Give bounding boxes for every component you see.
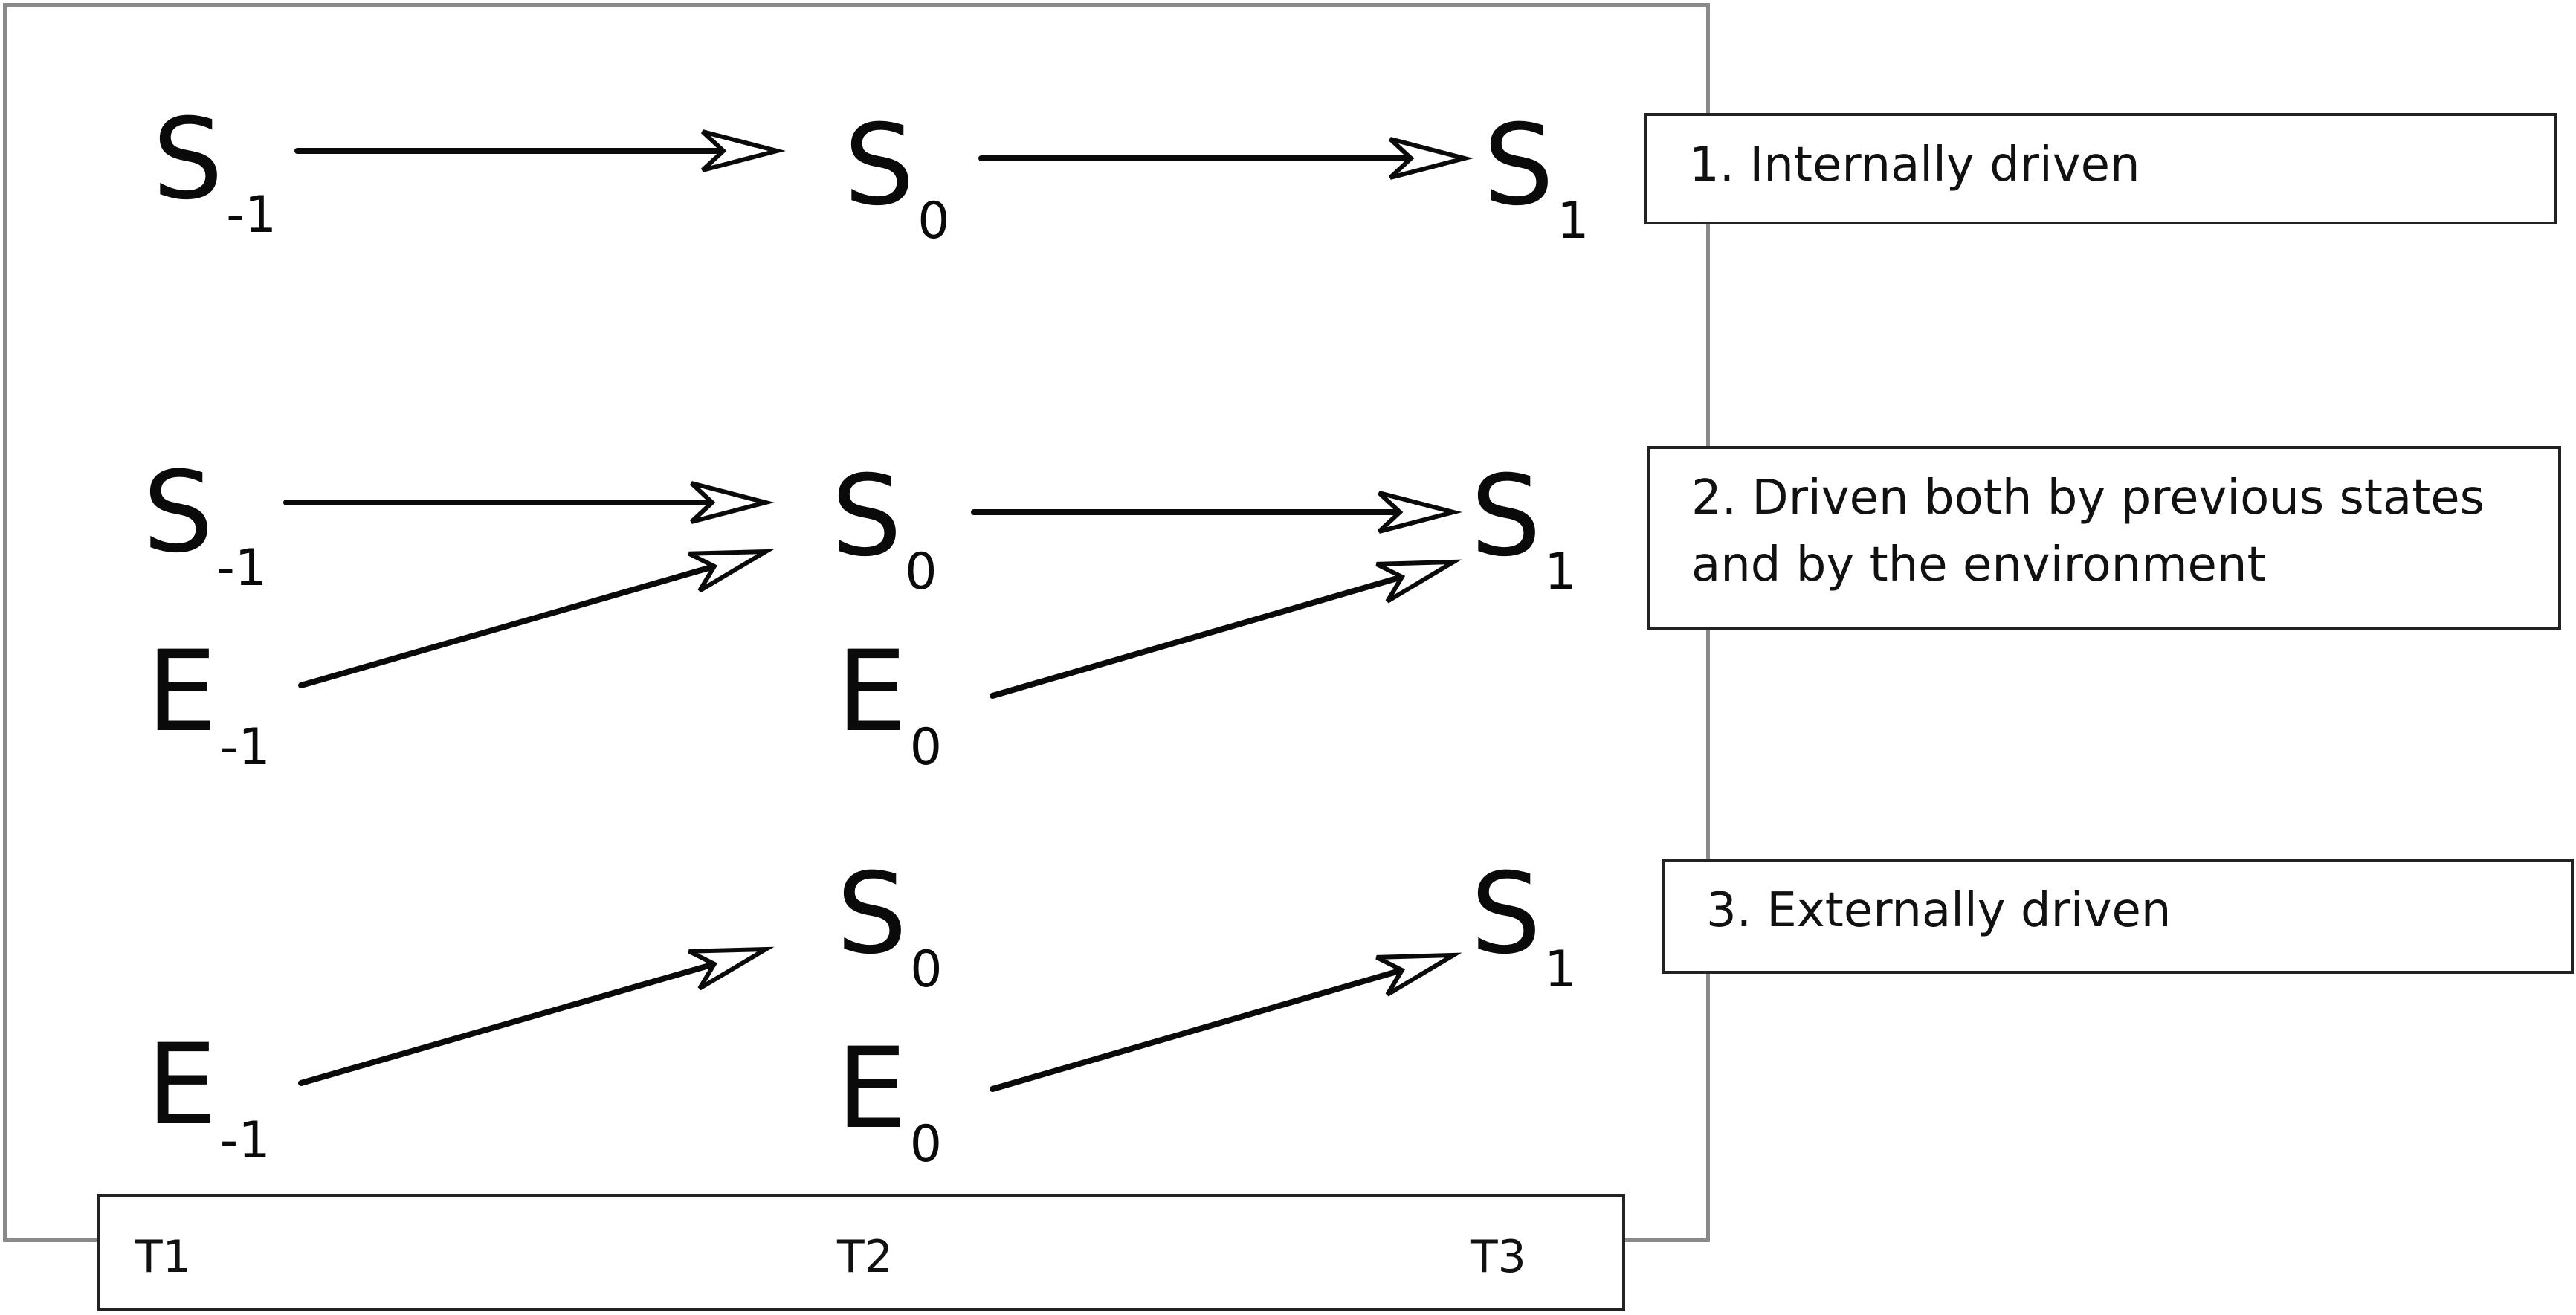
row2-t2-state: S0 — [831, 452, 937, 601]
row2-t1-env: E-1 — [146, 627, 271, 777]
arrow-row2-state-t1-t2-head — [689, 481, 775, 524]
row1-t3-state: S1 — [1483, 101, 1589, 251]
arrow-row2-env-t1-t2-head — [688, 549, 775, 593]
arrow-row3-env-t2-t3-shaft — [990, 967, 1405, 1092]
timepoint-bar — [97, 1194, 1625, 1311]
row3-t2-state: S0 — [836, 850, 943, 999]
row2-t1-state: S-1 — [143, 448, 268, 598]
arrow-row3-env-t1-t2-shaft — [298, 960, 717, 1086]
arrow-row1-t2-t3-head — [1388, 137, 1473, 180]
row1-t1-state: S-1 — [152, 95, 277, 245]
arrow-row2-env-t1-t2-shaft — [298, 563, 717, 688]
timepoint-t3: T3 — [1471, 1231, 1526, 1283]
timepoint-t2: T2 — [837, 1231, 893, 1283]
arrow-row3-env-t1-t2-head — [688, 946, 775, 991]
row1-t2-state: S0 — [844, 101, 950, 251]
arrow-row3-env-t2-t3-head — [1375, 952, 1462, 997]
caption-internally-driven: 1. Internally driven — [1644, 113, 2557, 224]
arrow-row2-env-t2-t3-shaft — [990, 574, 1405, 699]
row2-t2-env: E0 — [836, 627, 943, 777]
timepoint-t1: T1 — [135, 1231, 191, 1283]
row3-t2-env: E0 — [836, 1024, 943, 1174]
row3-t1-env: E-1 — [146, 1021, 271, 1170]
caption-externally-driven: 3. Externally driven — [1662, 859, 2574, 974]
caption-driven-both: 2. Driven both by previous states and by… — [1647, 446, 2561, 630]
arrow-row1-t1-t2-head — [700, 129, 786, 172]
arrow-row2-env-t2-t3-head — [1375, 559, 1462, 604]
row2-t3-state: S1 — [1471, 452, 1577, 601]
row3-t3-state: S1 — [1471, 850, 1577, 999]
arrow-row2-state-t2-t3-head — [1377, 491, 1462, 534]
